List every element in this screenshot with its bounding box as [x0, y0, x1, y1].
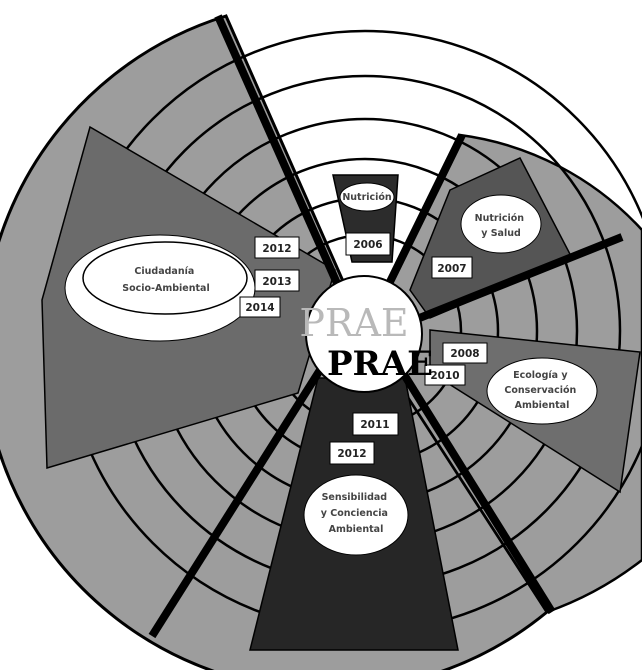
label-ecologia-line-1: Ecología y	[513, 370, 568, 381]
divider-spoke-upper-mid	[381, 133, 466, 294]
svg-text:2013: 2013	[262, 276, 291, 288]
year-card-ciudadania-2012: 2012	[254, 236, 300, 259]
svg-text:Nutrición y Salud: Nutrición y Salud	[475, 213, 528, 239]
divider-spoke-upper-left	[214, 14, 344, 292]
svg-text:2008: 2008	[450, 348, 479, 360]
svg-text:Sensibilidad y Conciencia: Sensibilidad y Conciencia Ambiental	[321, 492, 391, 535]
year-card-ecologia-2008: 2008	[442, 342, 488, 364]
svg-text:2012: 2012	[337, 448, 366, 460]
divider-spoke-right	[400, 233, 624, 329]
label-nutricion-salud-line-1: Nutrición	[475, 213, 525, 224]
year-card-ciudadania-2014: 2014	[239, 296, 281, 318]
label-ecologia-line-3: Ambiental	[515, 400, 570, 411]
ellipse-sensibilidad	[303, 474, 409, 556]
svg-text:Ciudadanía Socio-Ambiental: Ciudadanía Socio-Ambiental	[122, 266, 209, 294]
center-hub: PRAE PRAE	[299, 275, 433, 393]
svg-text:Nutrición: Nutrición	[342, 192, 392, 203]
year-card-nutricion-salud-2007: 2007	[431, 256, 473, 279]
center-text-faded: PRAE	[299, 301, 408, 345]
ellipse-ecologia	[486, 357, 598, 425]
ellipse-ciudadania	[82, 241, 248, 315]
divider-spoke-lower-right	[396, 365, 556, 615]
year-card-sensibilidad-2011: 2011	[352, 412, 399, 436]
label-ciudadania-line-2: Socio-Ambiental	[122, 283, 209, 294]
year-card-nutricion-2006: 2006	[345, 232, 391, 256]
label-sensibilidad-line-1: Sensibilidad	[322, 492, 388, 503]
label-nutricion: Nutrición	[342, 192, 392, 203]
ellipse-nutricion-salud	[460, 194, 542, 254]
svg-text:2014: 2014	[245, 302, 274, 314]
svg-text:Ecología y Conservación: Ecología y Conservación Ambiental	[504, 370, 579, 411]
label-ecologia-line-2: Conservación	[504, 385, 576, 396]
label-sensibilidad-line-3: Ambiental	[329, 524, 384, 535]
svg-text:2012: 2012	[262, 243, 291, 255]
center-text-main: PRAE	[327, 344, 433, 384]
label-ciudadania-line-1: Ciudadanía	[134, 266, 194, 277]
label-sensibilidad-line-2: y Conciencia	[321, 508, 388, 519]
ellipse-nutricion	[339, 182, 395, 212]
svg-text:2010: 2010	[430, 370, 459, 382]
year-card-ciudadania-2013: 2013	[254, 269, 300, 292]
label-nutricion-salud-line-2: y Salud	[481, 228, 521, 239]
svg-text:2006: 2006	[353, 239, 382, 251]
divider-spoke-lower-left	[148, 367, 324, 639]
svg-text:2011: 2011	[360, 419, 389, 431]
svg-text:2007: 2007	[437, 263, 466, 275]
year-card-ecologia-2010: 2010	[424, 364, 466, 386]
year-card-sensibilidad-2012: 2012	[329, 441, 375, 465]
